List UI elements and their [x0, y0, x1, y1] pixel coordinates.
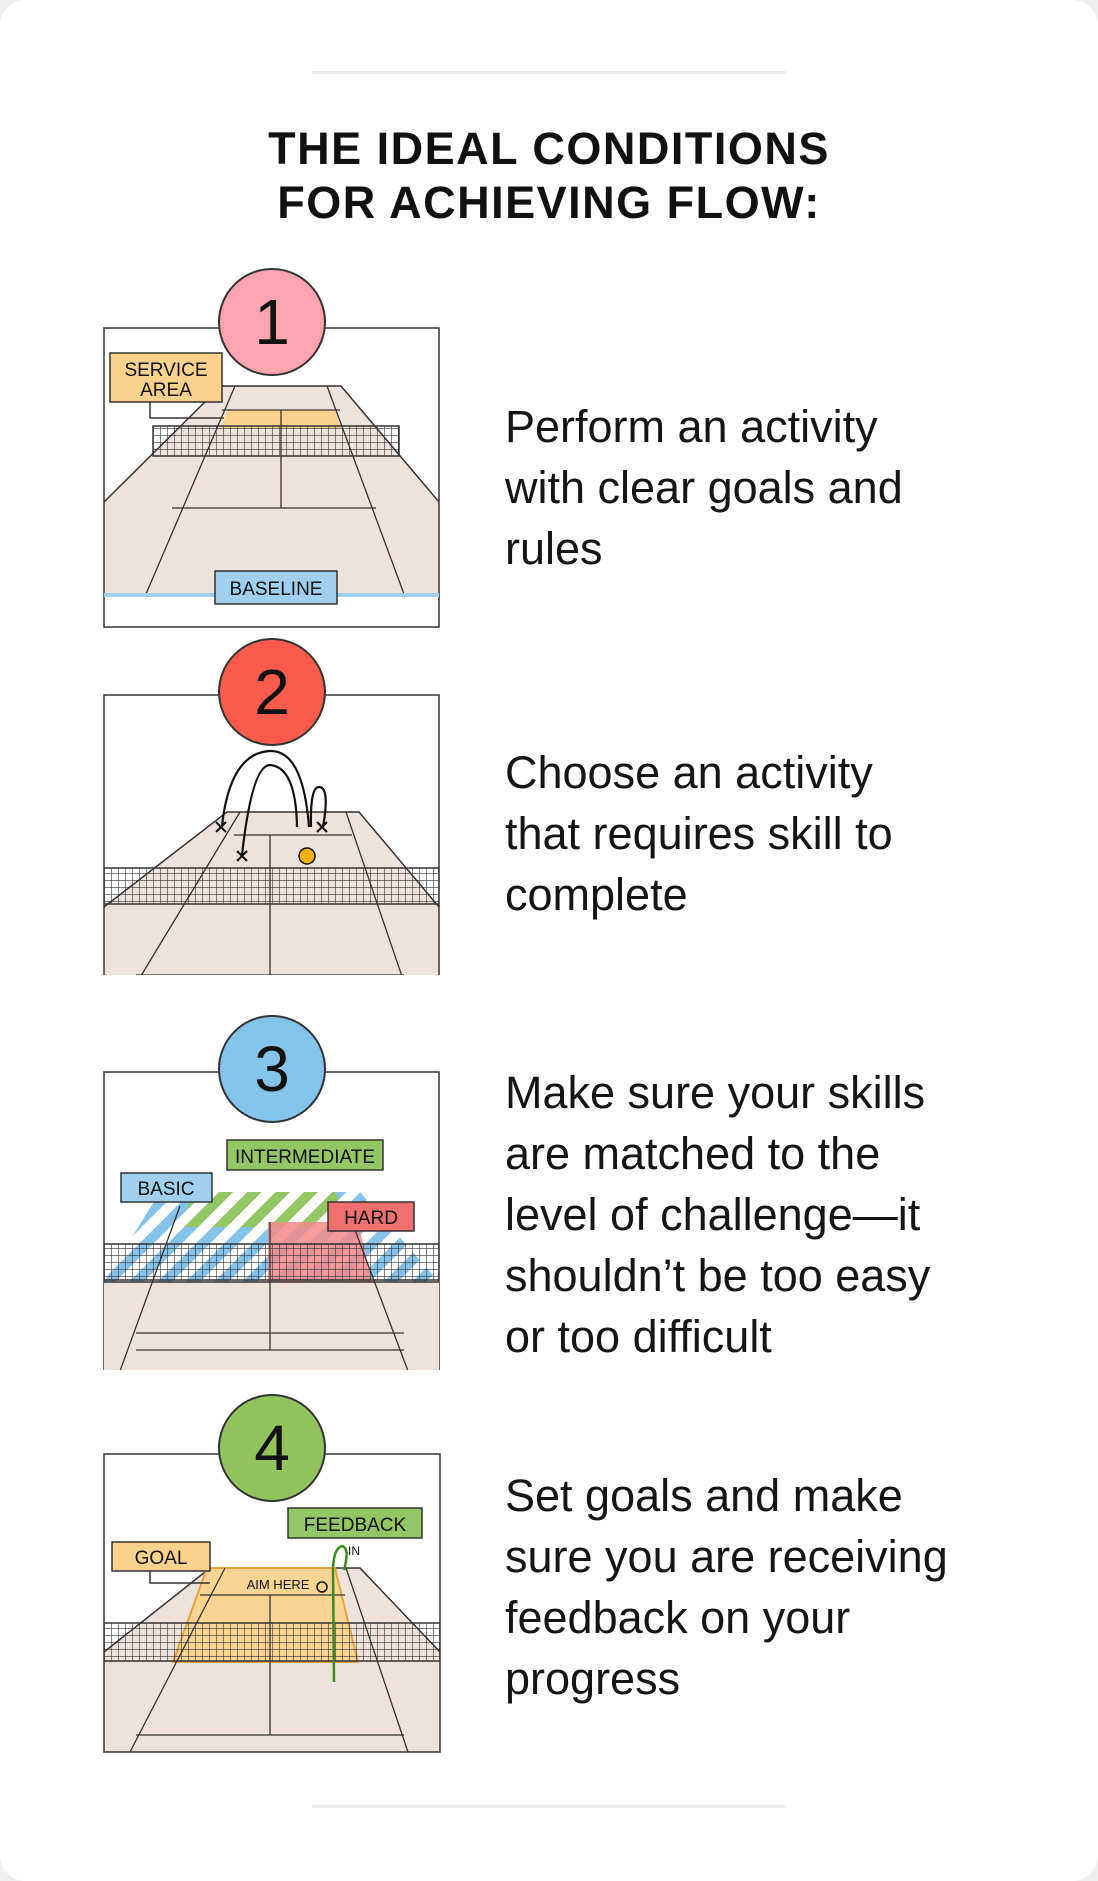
baseline-label: BASELINE [230, 579, 323, 600]
description-line: complete [505, 869, 688, 920]
description-line: sure you are receiving [505, 1531, 948, 1582]
description-line: progress [505, 1653, 681, 1704]
title-line-2: FOR ACHIEVING FLOW: [277, 177, 821, 228]
description-line: rules [505, 523, 603, 574]
step-number: 2 [254, 656, 290, 728]
goal-label: GOAL [135, 1548, 188, 1569]
step-description: Perform an activity with clear goals and… [505, 396, 903, 579]
basic-label: BASIC [137, 1179, 194, 1200]
hard-label: HARD [344, 1208, 398, 1229]
target-feedback-icon: FEEDBACK IN GOAL AIM HERE 4 [103, 1394, 441, 1753]
description-line: Perform an activity [505, 401, 878, 452]
service-area-label-2: AREA [140, 380, 192, 401]
description-line: Set goals and make [505, 1470, 903, 1521]
description-line: that requires skill to [505, 808, 893, 859]
step-number: 4 [254, 1412, 290, 1484]
ball-bounce-icon: 2 [103, 638, 440, 975]
page-title: THE IDEAL CONDITIONS FOR ACHIEVING FLOW: [0, 122, 1098, 230]
intermediate-label: INTERMEDIATE [235, 1147, 375, 1168]
top-divider [312, 71, 786, 74]
description-line: are matched to the [505, 1128, 881, 1179]
service-area-label-1: SERVICE [124, 360, 207, 381]
description-line: with clear goals and [505, 462, 903, 513]
description-line: feedback on your [505, 1592, 851, 1643]
in-label: IN [348, 1544, 360, 1558]
tennis-court-icon: SERVICE AREA BASELINE 1 [103, 268, 440, 628]
description-line: shouldn’t be too easy [505, 1250, 931, 1301]
feedback-label: FEEDBACK [304, 1515, 407, 1536]
difficulty-zones-icon: INTERMEDIATE BASIC HARD 3 [103, 1015, 440, 1370]
description-line: Make sure your skills [505, 1067, 926, 1118]
title-line-1: THE IDEAL CONDITIONS [268, 123, 830, 174]
step-number: 3 [254, 1033, 290, 1105]
bottom-divider [312, 1805, 786, 1808]
description-line: Choose an activity [505, 747, 873, 798]
step-description: Set goals and make sure you are receivin… [505, 1465, 948, 1709]
step-description: Make sure your skills are matched to the… [505, 1062, 930, 1367]
step-description: Choose an activity that requires skill t… [505, 742, 893, 925]
description-line: or too difficult [505, 1311, 772, 1362]
description-line: level of challenge—it [505, 1189, 921, 1240]
step-number: 1 [254, 286, 290, 358]
aim-here-label: AIM HERE [247, 1577, 310, 1592]
